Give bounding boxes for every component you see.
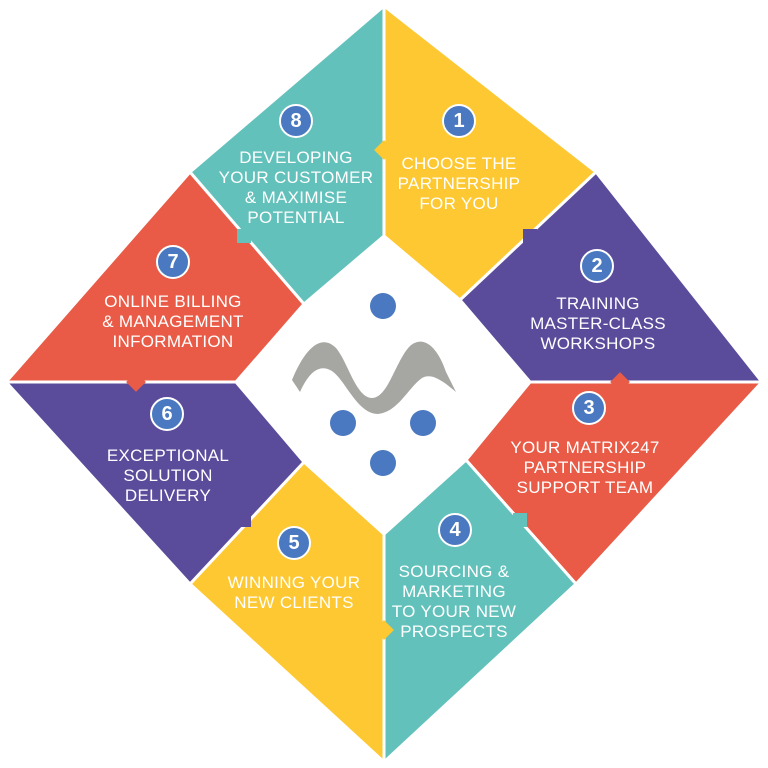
diamond-segments bbox=[4, 4, 764, 764]
step-badge-6: 6 bbox=[150, 397, 184, 431]
step-label-line: ONLINE BILLING bbox=[104, 292, 242, 311]
puzzle-tab-3 bbox=[610, 372, 630, 392]
step-badge-7: 7 bbox=[156, 245, 190, 279]
logo-wave-shape bbox=[292, 341, 456, 414]
step-label-line: YOUR CUSTOMER bbox=[218, 168, 374, 187]
segment-8 bbox=[188, 4, 386, 306]
step-label-line: PROSPECTS bbox=[400, 622, 508, 641]
step-label-line: PARTNERSHIP bbox=[397, 174, 521, 193]
center-rounded-square bbox=[253, 253, 515, 515]
step-label-line: DEVELOPING bbox=[239, 148, 353, 167]
step-label-line: NEW CLIENTS bbox=[234, 593, 354, 612]
step-label-line: TRAINING bbox=[556, 294, 640, 313]
step-label-line: POTENTIAL bbox=[247, 208, 345, 227]
logo-dot-bottom bbox=[370, 450, 396, 476]
puzzle-tab-5 bbox=[374, 620, 394, 640]
step-label-line: SOURCING & bbox=[398, 562, 510, 581]
step-label-line: PARTNERSHIP bbox=[523, 458, 647, 477]
step-badge-1: 1 bbox=[442, 104, 476, 138]
step-label-line: EXCEPTIONAL bbox=[106, 446, 230, 465]
step-label-line: MASTER-CLASS bbox=[530, 314, 666, 333]
puzzle-tab-6 bbox=[237, 513, 251, 527]
step-label-line: & MANAGEMENT bbox=[102, 312, 244, 331]
step-label-line: YOUR MATRIX247 bbox=[510, 438, 660, 457]
step-label-line: WORKSHOPS bbox=[540, 334, 656, 353]
step-badge-5: 5 bbox=[277, 526, 311, 560]
puzzle-tab-8 bbox=[237, 229, 251, 243]
step-label-line: SOLUTION bbox=[123, 466, 213, 485]
puzzle-tab-1 bbox=[374, 140, 394, 160]
center-panel bbox=[253, 253, 515, 515]
puzzle-tab-4 bbox=[513, 513, 527, 527]
logo-dot-top bbox=[370, 293, 396, 319]
matrix247-logo-icon bbox=[292, 293, 456, 476]
step-badge-2: 2 bbox=[580, 249, 614, 283]
step-label-line: CHOOSE THE bbox=[401, 154, 517, 173]
logo-dot-right bbox=[410, 410, 436, 436]
step-badge-3: 3 bbox=[572, 391, 606, 425]
step-badge-4: 4 bbox=[438, 513, 472, 547]
step-label-line: SUPPORT TEAM bbox=[516, 478, 654, 497]
step-label-line: DELIVERY bbox=[124, 486, 212, 505]
step-label-line: MARKETING bbox=[402, 582, 506, 601]
step-label-line: TO YOUR NEW bbox=[391, 602, 517, 621]
step-badge-8: 8 bbox=[279, 104, 313, 138]
step-label-line: INFORMATION bbox=[112, 332, 234, 351]
puzzle-tab-7 bbox=[126, 372, 146, 392]
step-label-line: FOR YOU bbox=[419, 194, 499, 213]
step-label-line: WINNING YOUR bbox=[227, 573, 361, 592]
logo-dot-left bbox=[330, 410, 356, 436]
puzzle-tab-2 bbox=[523, 229, 537, 243]
step-label-line: & MAXIMISE bbox=[244, 188, 348, 207]
